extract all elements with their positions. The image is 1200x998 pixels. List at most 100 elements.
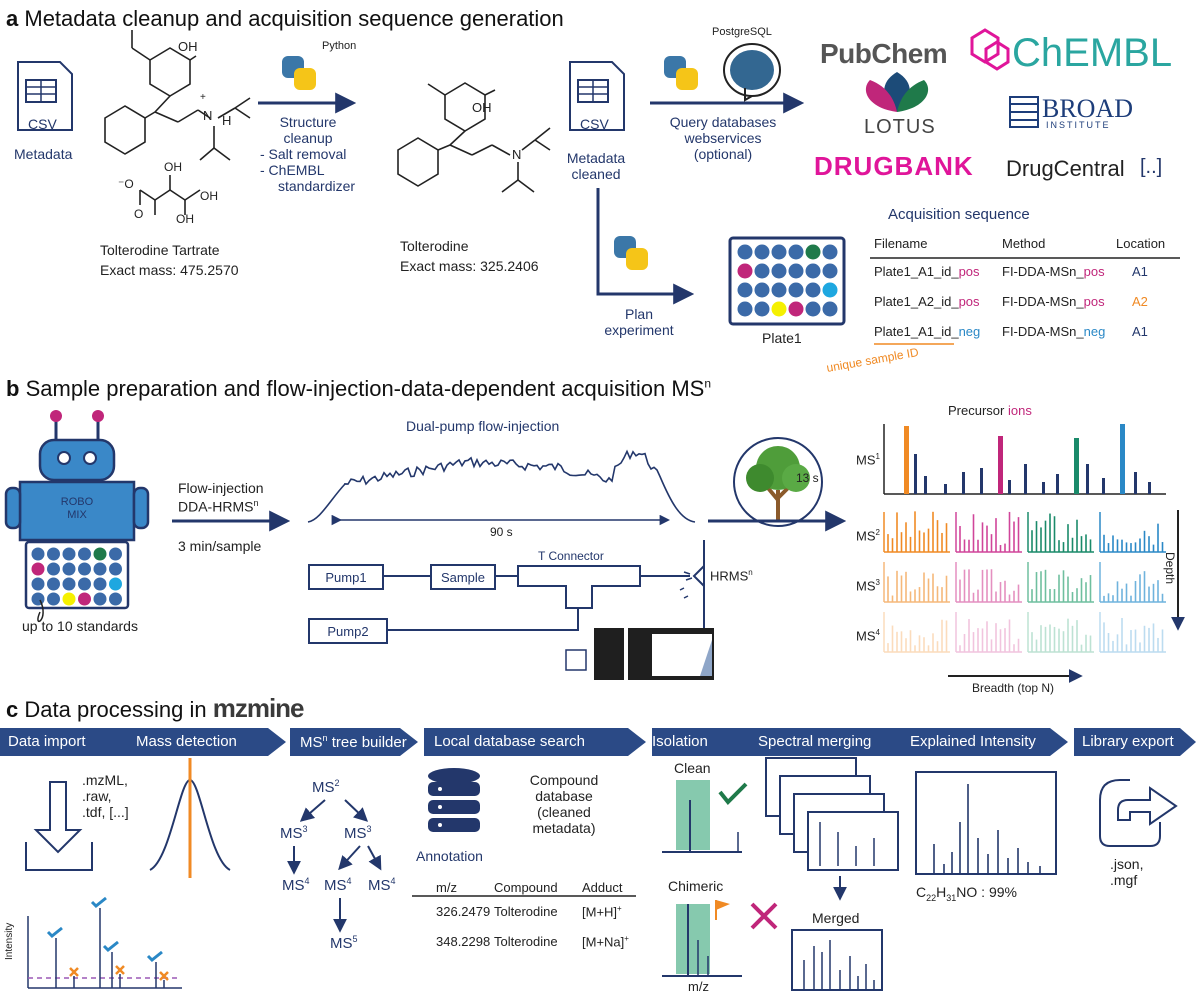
plate-well	[737, 282, 753, 298]
msn-tree-node: MS4	[324, 876, 352, 894]
metadata-label: Metadata	[14, 146, 73, 162]
seq-location: A2	[1132, 294, 1148, 309]
plate1-label: Plate1	[762, 330, 802, 346]
seq-filename: Plate1_A1_id_pos	[874, 264, 980, 279]
plate-well	[805, 263, 821, 279]
plate-well	[31, 562, 45, 576]
plate-well	[737, 244, 753, 260]
sequence-title: Acquisition sequence	[888, 206, 1030, 223]
step-mass-detection: Mass detection	[136, 733, 237, 750]
plate-well	[771, 301, 787, 317]
compound1-name: Tolterodine Tartrate	[100, 242, 220, 258]
check-icon	[146, 950, 163, 963]
h-label: H	[222, 113, 232, 128]
pump2-line	[388, 608, 579, 631]
tartrate-oh-2: OH	[200, 189, 218, 203]
ms1-peak	[1056, 474, 1059, 494]
export-icon	[1099, 779, 1178, 847]
plate-well	[93, 577, 107, 591]
plate-well	[771, 263, 787, 279]
plate-well	[788, 301, 804, 317]
ms1-label: MS1	[856, 452, 880, 468]
dual-pump-label: Dual-pump flow-injection	[406, 418, 560, 434]
seq-method: FI-DDA-MSn_pos	[1002, 294, 1105, 309]
annotation-adduct: [M+H]+	[582, 904, 622, 920]
seq-location: A1	[1132, 264, 1148, 279]
breadth-label: Breadth (top N)	[972, 681, 1055, 695]
hrms-cone	[692, 565, 705, 587]
plate-well	[78, 592, 91, 606]
pubchem-logo: PubChem	[820, 38, 948, 69]
plate-well	[47, 547, 60, 561]
csv-file-icon	[17, 61, 73, 131]
t-connector-label: T Connector	[538, 549, 604, 563]
tree-timer-icon	[733, 437, 823, 527]
clean-label: Clean	[674, 760, 711, 776]
plate-well	[62, 547, 76, 561]
plate1-graphic	[728, 236, 846, 326]
compound2-mass: Exact mass: 325.2406	[400, 258, 539, 274]
msn-tree-node: MS2	[312, 778, 340, 796]
plate-well	[78, 577, 91, 591]
cross-icon	[159, 971, 169, 981]
plate-well	[771, 244, 787, 260]
annotation-cell: Tolterodine	[494, 904, 558, 919]
msn-spectra-grid	[883, 511, 1166, 653]
robot-mixer-icon	[4, 410, 150, 542]
plate-well	[47, 577, 60, 591]
plate-well	[109, 562, 122, 576]
check-icon	[102, 940, 119, 953]
msn-tree-node: MS3	[344, 824, 372, 842]
plate-well	[788, 282, 804, 298]
ms1-peak	[1086, 464, 1089, 494]
plate-well	[805, 301, 821, 317]
plate-well	[109, 592, 122, 606]
plate-well	[62, 577, 76, 591]
plate-well	[109, 577, 122, 591]
annotation-cell: 326.2479	[436, 904, 491, 919]
plate-well	[47, 562, 60, 576]
ms1-peak	[1102, 478, 1105, 494]
seq-header-filename: Filename	[874, 236, 928, 251]
chembl-hex-icon	[970, 28, 1010, 71]
plate-well	[822, 282, 838, 298]
spray-drops	[679, 571, 693, 599]
plus-label: +	[200, 92, 206, 103]
clean-isolation-plot	[662, 780, 748, 853]
python-icon	[282, 56, 316, 90]
lotus-logo: LOTUS	[864, 116, 936, 138]
panel-c-title: c Data processing in mzmine	[6, 693, 305, 723]
plate-well	[31, 577, 45, 591]
csv-cleaned-file-icon	[569, 61, 625, 131]
broad-logo-icon	[1009, 96, 1039, 128]
python-icon-3	[614, 236, 648, 270]
msn-tree-node: MS4	[282, 876, 310, 894]
plate-well	[822, 301, 838, 317]
tolterodine-structure	[397, 82, 551, 193]
intensity-axis-label: Intensity	[4, 922, 15, 960]
merged-label: Merged	[812, 910, 860, 926]
ann-header-compound: Compound	[494, 880, 558, 895]
plate-well	[31, 592, 45, 606]
drugbank-logo: DRUGBANK	[814, 151, 974, 181]
drugcentral-logo: DrugCentral	[1006, 156, 1125, 181]
ms1-peak	[1008, 480, 1011, 494]
step-db-search: Local database search	[434, 733, 585, 750]
plate-well	[754, 282, 770, 298]
ms1-peak	[914, 454, 917, 494]
plate-well	[754, 301, 770, 317]
seq-header-method: Method	[1002, 236, 1046, 251]
import-formats: .mzML,.raw,.tdf, [...]	[82, 772, 129, 821]
panel-a-title: a Metadata cleanup and acquisition seque…	[6, 6, 564, 31]
plate-well	[788, 263, 804, 279]
postgresql-label: PostgreSQL	[712, 26, 772, 38]
msn-tree-node: MS3	[280, 824, 308, 842]
step-explained-intensity: Explained Intensity	[910, 733, 1036, 750]
plate-well	[93, 562, 107, 576]
